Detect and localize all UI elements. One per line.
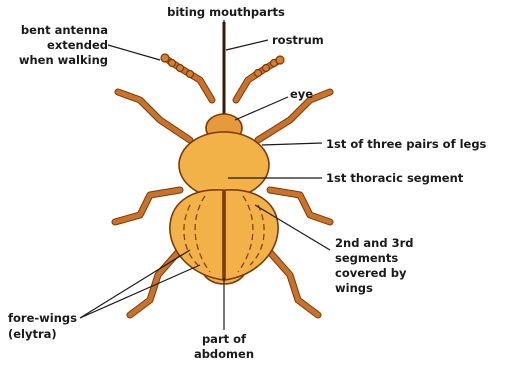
label-biting-mouthparts: biting mouthparts <box>167 5 285 19</box>
label-bent-antenna-2: extended <box>47 38 108 52</box>
label-first-legs: 1st of three pairs of legs <box>326 137 487 151</box>
right-elytron <box>225 190 278 280</box>
label-fore-wings-2: (elytra) <box>8 327 57 341</box>
label-first-thoracic: 1st thoracic segment <box>326 171 464 185</box>
thorax-shape <box>179 132 269 198</box>
label-segments-2: segments <box>335 251 398 265</box>
label-segments-1: 2nd and 3rd <box>335 236 414 250</box>
label-segments-3: covered by <box>335 266 407 280</box>
label-segments-4: wings <box>335 281 373 295</box>
label-eye: eye <box>290 87 313 101</box>
label-bent-antenna-1: bent antenna <box>21 23 108 37</box>
label-fore-wings-1: fore-wings <box>8 311 77 325</box>
label-rostrum: rostrum <box>272 33 324 47</box>
label-abdomen-1: part of <box>202 332 247 346</box>
label-abdomen-2: abdomen <box>194 347 254 361</box>
label-bent-antenna-3: when walking <box>19 53 108 67</box>
